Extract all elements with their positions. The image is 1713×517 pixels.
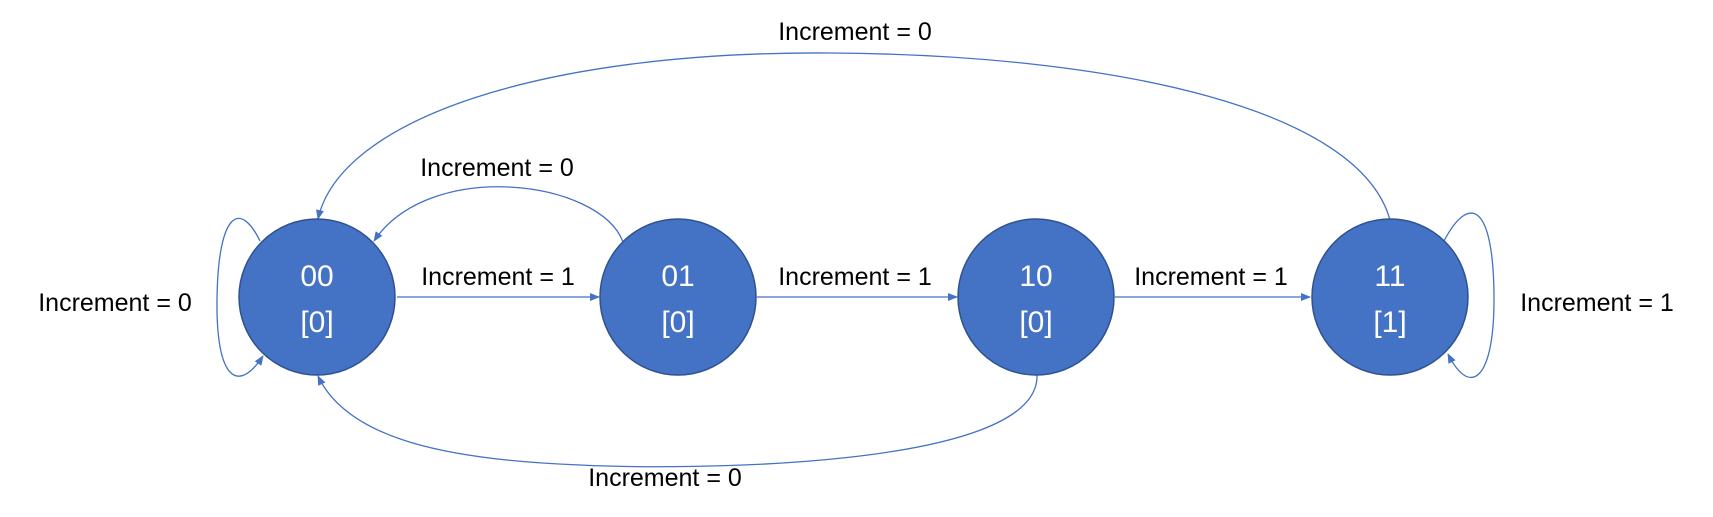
edge-01-to-00: [373, 186, 624, 243]
state-output: [1]: [1373, 306, 1406, 339]
state-01: 01 [0]: [599, 218, 757, 376]
edge-label-01-to-10: Increment = 1: [778, 263, 932, 291]
state-circle: [1311, 218, 1469, 376]
edge-10-to-00: [317, 374, 1038, 468]
state-output: [0]: [300, 306, 333, 339]
edge-label-10-to-11: Increment = 1: [1134, 263, 1288, 291]
edge-label-11-to-11: Increment = 1: [1520, 289, 1674, 317]
state-name: 00: [300, 260, 333, 293]
edge-labels: Increment = 0 Increment = 1 Increment = …: [38, 18, 1674, 492]
state-name: 10: [1019, 260, 1052, 293]
state-output: [0]: [661, 306, 694, 339]
edge-label-00-to-01: Increment = 1: [421, 263, 575, 291]
state-00: 00 [0]: [238, 218, 396, 376]
state-name: 01: [661, 260, 694, 293]
edge-label-11-to-00: Increment = 0: [778, 18, 932, 46]
edge-label-10-to-00: Increment = 0: [588, 464, 742, 492]
edges: [216, 52, 1495, 468]
state-output: [0]: [1019, 306, 1052, 339]
edge-label-00-to-00: Increment = 0: [38, 289, 192, 317]
edge-00-to-00: [216, 217, 264, 377]
state-11: 11 [1]: [1311, 218, 1469, 376]
state-circle: [238, 218, 396, 376]
edge-label-01-to-00: Increment = 0: [420, 154, 574, 182]
edge-11-to-00: [316, 52, 1391, 221]
state-circle: [599, 218, 757, 376]
state-circle: [957, 218, 1115, 376]
edge-11-to-11: [1443, 212, 1495, 378]
state-10: 10 [0]: [957, 218, 1115, 376]
state-name: 11: [1374, 260, 1405, 293]
